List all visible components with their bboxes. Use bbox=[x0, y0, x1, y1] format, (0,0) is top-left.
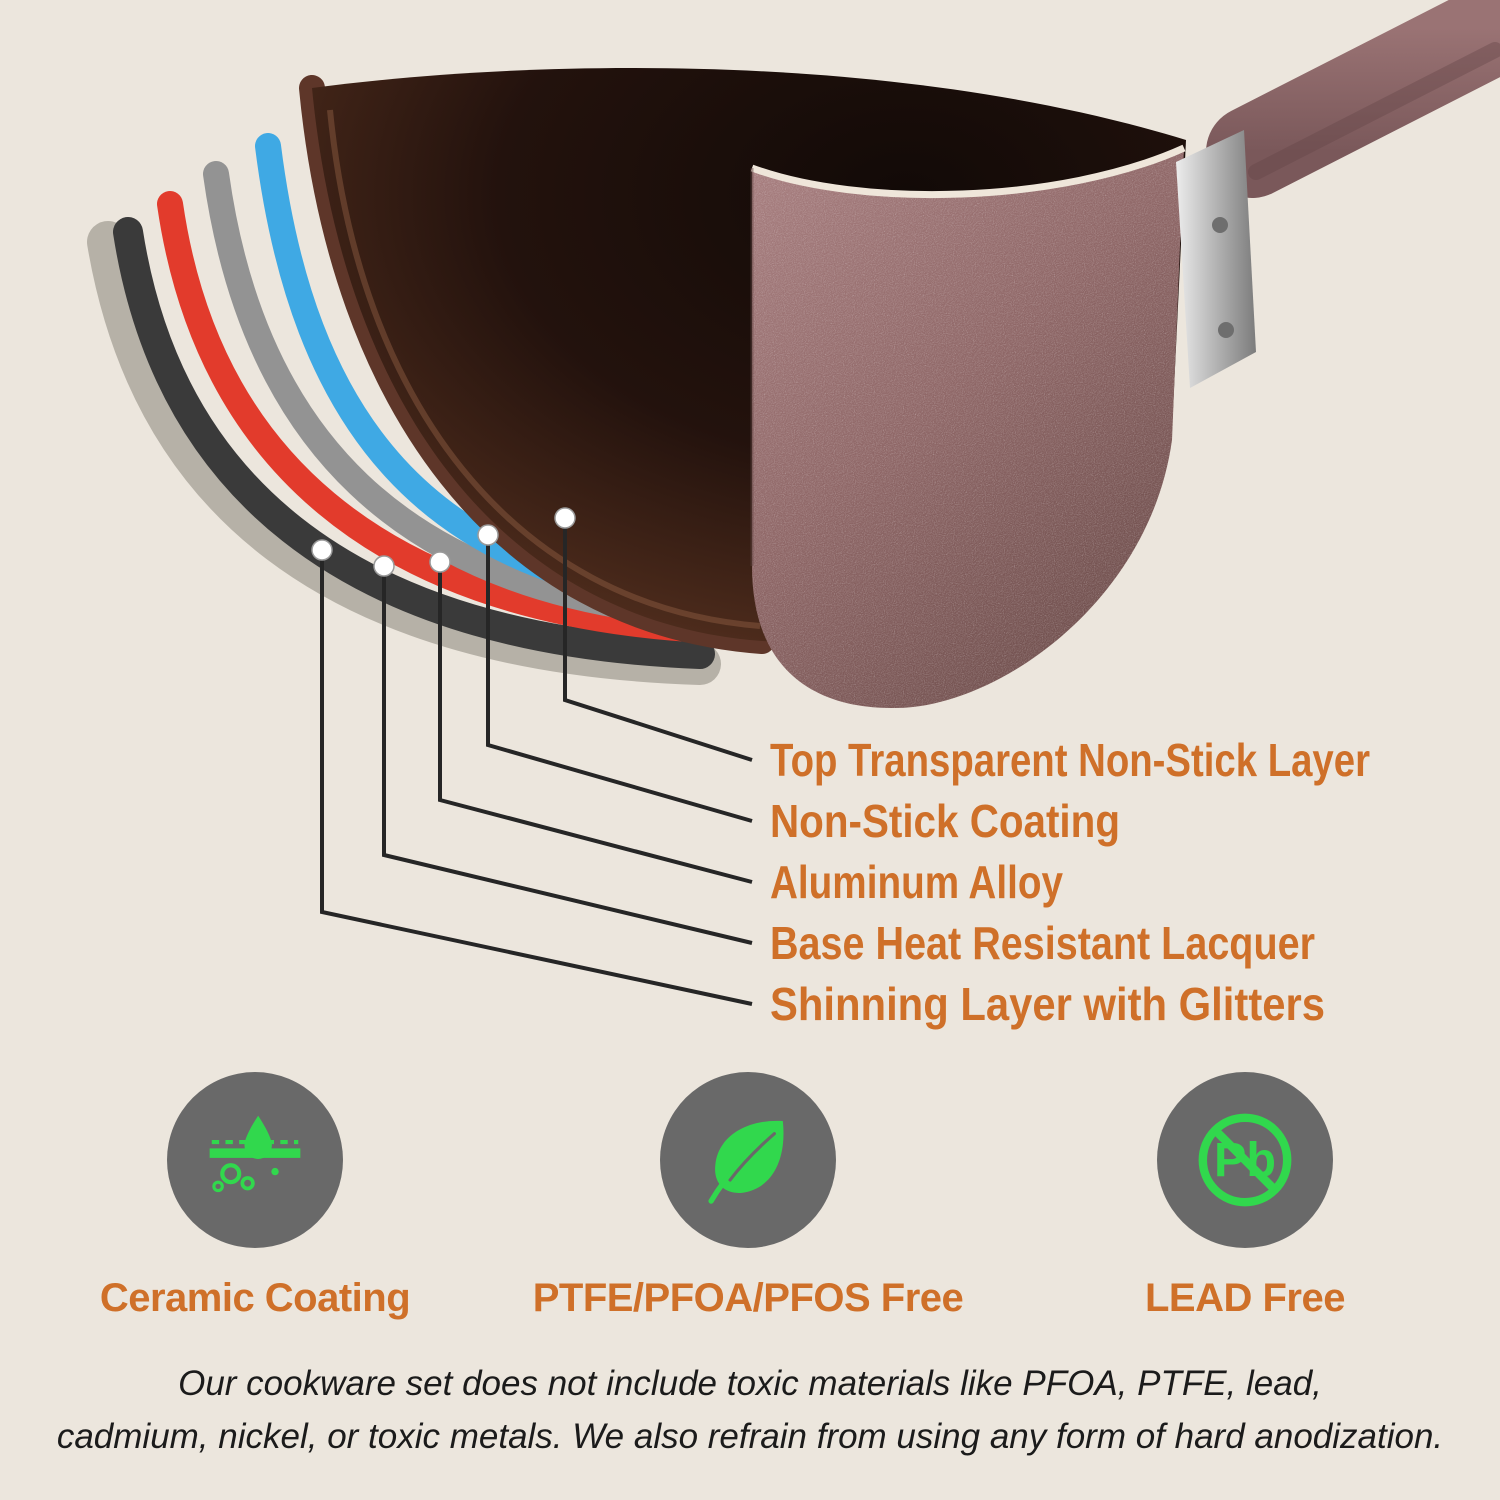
disclaimer: Our cookware set does not include toxic … bbox=[0, 1358, 1500, 1463]
ceramic-coating-label: Ceramic Coating bbox=[99, 1276, 411, 1320]
ceramic-coating-badge bbox=[167, 1072, 343, 1248]
callout-line-aluminum bbox=[438, 562, 753, 884]
cut-rim bbox=[750, 144, 1186, 199]
bracket-screw-top bbox=[1212, 217, 1228, 233]
ptfe-free-label: PTFE/PFOA/PFOS Free bbox=[532, 1276, 964, 1320]
front-wall-speckle bbox=[752, 148, 1184, 709]
shining-layer-shell bbox=[113, 217, 715, 669]
exploded-layers bbox=[87, 133, 729, 685]
feature-badges: Ceramic Coating PTFE/PFOA/PFOS Free Pb bbox=[0, 1072, 1500, 1322]
callout-line-shining bbox=[320, 550, 753, 1006]
pan-layers-diagram: Top Transparent Non-Stick Layer Non-Stic… bbox=[87, 0, 1500, 1030]
callout-dot bbox=[373, 555, 395, 577]
callout-lines bbox=[320, 518, 753, 1006]
pan-handle bbox=[1206, 0, 1500, 198]
lead-free-label: LEAD Free bbox=[1145, 1276, 1346, 1320]
callout-label-top-layer: Top Transparent Non-Stick Layer bbox=[770, 734, 1370, 786]
callout-line-top-layer bbox=[563, 518, 753, 762]
callout-dot bbox=[429, 551, 451, 573]
feature-lead-free: Pb LEAD Free bbox=[1020, 1072, 1470, 1321]
pot-inner-sheen bbox=[327, 109, 761, 629]
lead-free-badge: Pb bbox=[1157, 1072, 1333, 1248]
bracket-screw-bottom bbox=[1218, 322, 1234, 338]
callout-label-nonstick: Non-Stick Coating bbox=[770, 795, 1120, 847]
lacquer-shell bbox=[157, 191, 719, 643]
feature-ptfe-free: PTFE/PFOA/PFOS Free bbox=[525, 1072, 971, 1321]
ceramic-coating-icon bbox=[209, 1115, 301, 1193]
callout-dots bbox=[311, 507, 576, 577]
disclaimer-line-1: Our cookware set does not include toxic … bbox=[178, 1364, 1322, 1403]
callout-line-lacquer bbox=[382, 566, 753, 945]
callout-line-nonstick bbox=[486, 535, 753, 823]
handle-bracket bbox=[1176, 130, 1256, 388]
pot-front-cutaway bbox=[750, 144, 1186, 709]
callout-dot bbox=[311, 539, 333, 561]
bracket-plate bbox=[1176, 130, 1256, 388]
callout-dot bbox=[554, 507, 576, 529]
callout-label-lacquer: Base Heat Resistant Lacquer bbox=[770, 917, 1315, 969]
ptfe-free-badge bbox=[660, 1072, 836, 1248]
callout-label-shining: Shinning Layer with Glitters bbox=[770, 978, 1325, 1030]
callout-label-aluminum: Aluminum Alloy bbox=[770, 856, 1063, 908]
no-lead-icon: Pb bbox=[1198, 1113, 1292, 1207]
disclaimer-line-2: cadmium, nickel, or toxic metals. We als… bbox=[56, 1416, 1444, 1456]
callout-dot bbox=[477, 524, 499, 546]
feature-ceramic-coating: Ceramic Coating bbox=[35, 1072, 475, 1321]
leaf-icon bbox=[708, 1120, 784, 1204]
layer-labels: Top Transparent Non-Stick Layer Non-Stic… bbox=[770, 734, 1370, 1030]
